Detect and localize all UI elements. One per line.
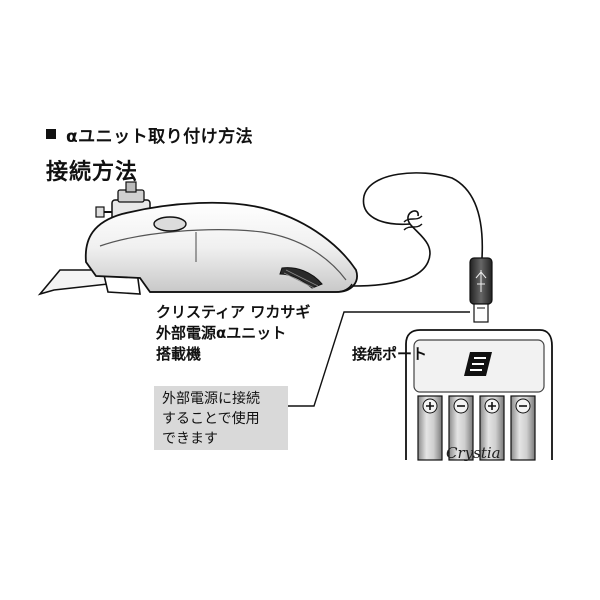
device-label-line: クリスティア ワカサギ — [156, 302, 310, 323]
section-bullet-icon — [46, 129, 56, 139]
device-label: クリスティア ワカサギ 外部電源αユニット 搭載機 — [156, 302, 310, 365]
usb-connector — [470, 258, 492, 322]
port-label: 接続ポート — [352, 343, 427, 364]
subsection-title: 接続方法 — [46, 154, 138, 186]
note-line: できます — [162, 429, 288, 449]
product-logo-text: Crystia — [446, 444, 501, 462]
section-title: αユニット取り付け方法 — [66, 122, 253, 147]
note-line: することで使用 — [162, 409, 288, 429]
device-label-line: 搭載機 — [156, 344, 310, 365]
fishing-reel-device — [40, 182, 357, 294]
reel-thumb-button — [154, 217, 186, 231]
note-box: 外部電源に接続 することで使用 できます — [154, 386, 288, 450]
note-line: 外部電源に接続 — [162, 389, 288, 409]
power-cable — [352, 173, 482, 286]
device-label-line: 外部電源αユニット — [156, 323, 310, 344]
battery-case: Crystia — [406, 330, 552, 462]
